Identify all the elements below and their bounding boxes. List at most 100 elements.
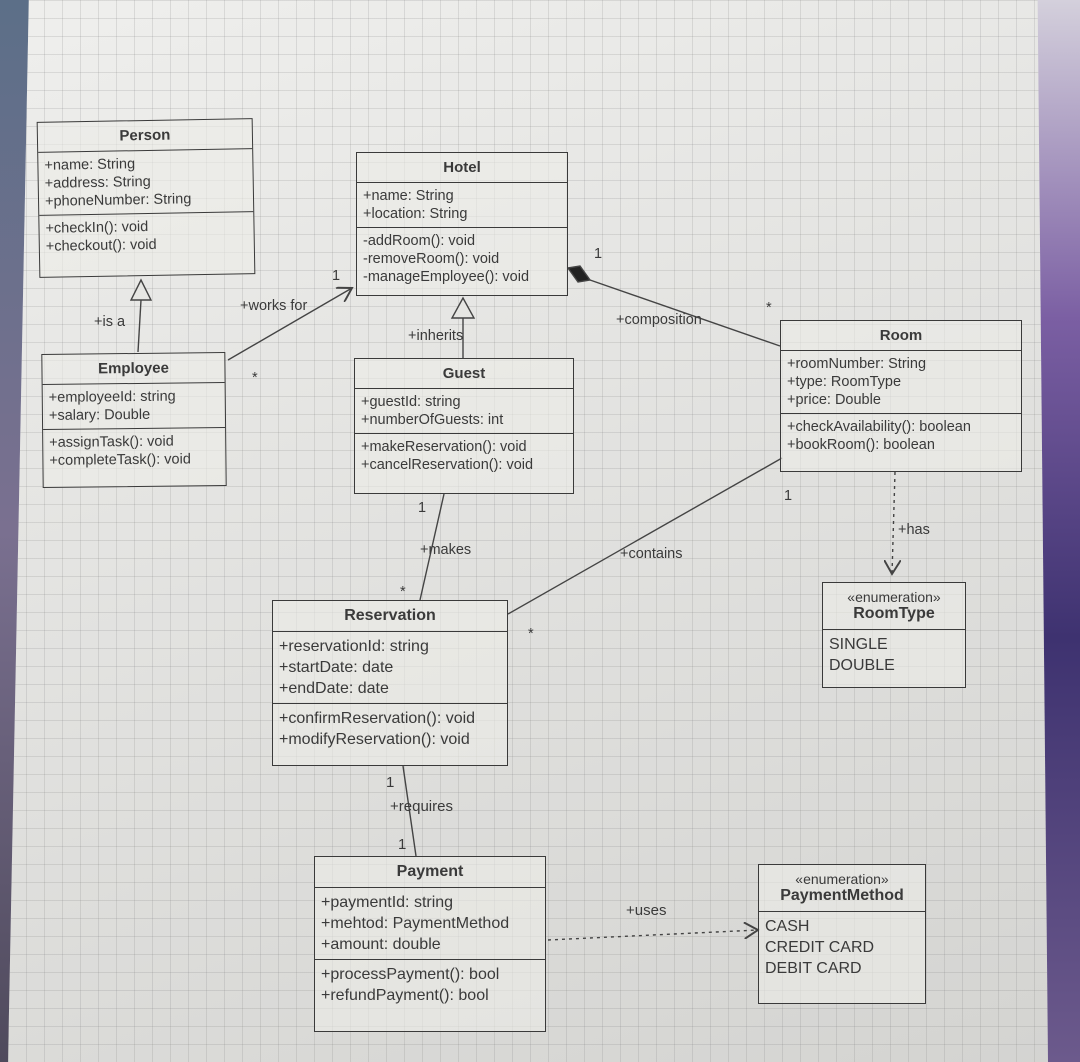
mult-contains-room: 1 xyxy=(784,488,793,504)
class-payment[interactable]: Payment +paymentId: string +mehtod: Paym… xyxy=(314,856,546,1032)
method: +makeReservation(): void xyxy=(361,439,527,455)
attributes-section: +roomNumber: String +type: RoomType +pri… xyxy=(781,351,1021,413)
values-section: SINGLE DOUBLE xyxy=(823,630,965,680)
class-name: Guest xyxy=(355,359,573,389)
class-name: Person xyxy=(37,119,253,153)
attribute: +price: Double xyxy=(787,392,881,408)
is-a-line xyxy=(137,299,142,353)
mult-makes-guest: 1 xyxy=(418,500,427,516)
mult-composition-hotel: 1 xyxy=(594,246,603,262)
class-name: Room xyxy=(781,321,1021,351)
enum-value: CASH xyxy=(765,918,810,935)
methods-section: +checkAvailability(): boolean +bookRoom(… xyxy=(781,413,1021,458)
makes-line xyxy=(419,493,445,601)
label-composition: +composition xyxy=(616,312,702,328)
attribute: +amount: double xyxy=(321,936,441,953)
methods-section: +assignTask(): void +completeTask(): voi… xyxy=(43,427,226,474)
attribute: +mehtod: PaymentMethod xyxy=(321,915,510,932)
class-name: Reservation xyxy=(273,601,507,632)
attribute: +name: String xyxy=(363,188,454,204)
label-makes: +makes xyxy=(420,542,472,558)
attributes-section: +name: String +location: String xyxy=(357,183,567,227)
works-for-line xyxy=(227,288,352,361)
method: +checkout(): void xyxy=(45,236,157,255)
composition-line xyxy=(589,279,781,347)
attributes-section: +employeeId: string +salary: Double xyxy=(43,383,225,429)
class-hotel[interactable]: Hotel +name: String +location: String -a… xyxy=(356,152,568,296)
method: +completeTask(): void xyxy=(49,451,191,469)
methods-section: +processPayment(): bool +refundPayment()… xyxy=(315,959,545,1010)
label-is-a: +is a xyxy=(94,314,126,330)
method: +modifyReservation(): void xyxy=(279,731,470,748)
attribute: +paymentId: string xyxy=(321,894,454,911)
mult-requires-reservation: 1 xyxy=(386,774,395,791)
attribute: +salary: Double xyxy=(48,406,151,424)
values-section: CASH CREDIT CARD DEBIT CARD xyxy=(759,912,925,983)
method: -manageEmployee(): void xyxy=(363,269,530,285)
class-employee[interactable]: Employee +employeeId: string +salary: Do… xyxy=(41,352,227,488)
label-uses: +uses xyxy=(626,902,667,919)
label-works-for: +works for xyxy=(240,298,308,314)
label-has: +has xyxy=(898,522,930,538)
mult-works-for-employee: * xyxy=(252,370,258,386)
attribute: +location: String xyxy=(363,206,468,222)
method: +assignTask(): void xyxy=(49,433,174,451)
enum-value: SINGLE xyxy=(829,636,888,653)
method: +bookRoom(): boolean xyxy=(787,437,935,453)
enum-header: «enumeration» PaymentMethod xyxy=(759,865,925,912)
enum-value: DEBIT CARD xyxy=(765,960,862,977)
class-name: Employee xyxy=(42,353,225,385)
enum-name: RoomType xyxy=(853,605,935,622)
method: +processPayment(): bool xyxy=(321,966,500,983)
class-reservation[interactable]: Reservation +reservationId: string +star… xyxy=(272,600,508,766)
attribute: +type: RoomType xyxy=(787,374,902,390)
stereotype: «enumeration» xyxy=(847,589,941,605)
method: +checkAvailability(): boolean xyxy=(787,419,971,435)
attribute: +roomNumber: String xyxy=(787,356,927,372)
mult-contains-reservation: * xyxy=(528,626,534,642)
methods-section: +checkIn(): void +checkout(): void xyxy=(39,211,255,260)
method: +confirmReservation(): void xyxy=(279,710,476,727)
class-name: Payment xyxy=(315,857,545,888)
enum-value: CREDIT CARD xyxy=(765,939,875,956)
mult-requires-payment: 1 xyxy=(398,836,407,853)
mult-works-for-hotel: 1 xyxy=(332,268,341,284)
class-guest[interactable]: Guest +guestId: string +numberOfGuests: … xyxy=(354,358,574,494)
method: +cancelReservation(): void xyxy=(361,457,534,473)
has-line xyxy=(892,471,895,574)
stereotype: «enumeration» xyxy=(795,871,889,887)
attributes-section: +name: String +address: String +phoneNum… xyxy=(38,149,253,215)
enum-paymentmethod[interactable]: «enumeration» PaymentMethod CASH CREDIT … xyxy=(758,864,926,1004)
attribute: +startDate: date xyxy=(279,659,394,676)
attribute: +numberOfGuests: int xyxy=(361,412,504,428)
label-inherits: +inherits xyxy=(408,328,464,344)
methods-section: +confirmReservation(): void +modifyReser… xyxy=(273,703,507,754)
composition-diamond xyxy=(566,265,592,283)
class-person[interactable]: Person +name: String +address: String +p… xyxy=(36,118,256,278)
contains-line xyxy=(507,457,783,615)
is-a-triangle xyxy=(129,278,153,301)
attribute: +reservationId: string xyxy=(279,638,429,655)
mult-makes-reservation: * xyxy=(400,584,406,600)
label-contains: +contains xyxy=(620,546,683,562)
attribute: +phoneNumber: String xyxy=(44,191,192,210)
label-requires: +requires xyxy=(390,798,453,815)
attribute: +employeeId: string xyxy=(48,388,176,406)
enum-name: PaymentMethod xyxy=(780,887,904,904)
attributes-section: +paymentId: string +mehtod: PaymentMetho… xyxy=(315,888,545,959)
mult-composition-room: * xyxy=(766,300,772,316)
attribute: +guestId: string xyxy=(361,394,461,410)
methods-section: -addRoom(): void -removeRoom(): void -ma… xyxy=(357,227,567,290)
enum-value: DOUBLE xyxy=(829,657,895,674)
attributes-section: +guestId: string +numberOfGuests: int xyxy=(355,389,573,433)
methods-section: +makeReservation(): void +cancelReservat… xyxy=(355,433,573,478)
enum-roomtype[interactable]: «enumeration» RoomType SINGLE DOUBLE xyxy=(822,582,966,688)
requires-line xyxy=(402,765,417,857)
class-room[interactable]: Room +roomNumber: String +type: RoomType… xyxy=(780,320,1022,472)
uses-line xyxy=(547,930,758,941)
method: -addRoom(): void xyxy=(363,233,476,249)
class-name: Hotel xyxy=(357,153,567,183)
attribute: +endDate: date xyxy=(279,680,389,697)
method: -removeRoom(): void xyxy=(363,251,500,267)
